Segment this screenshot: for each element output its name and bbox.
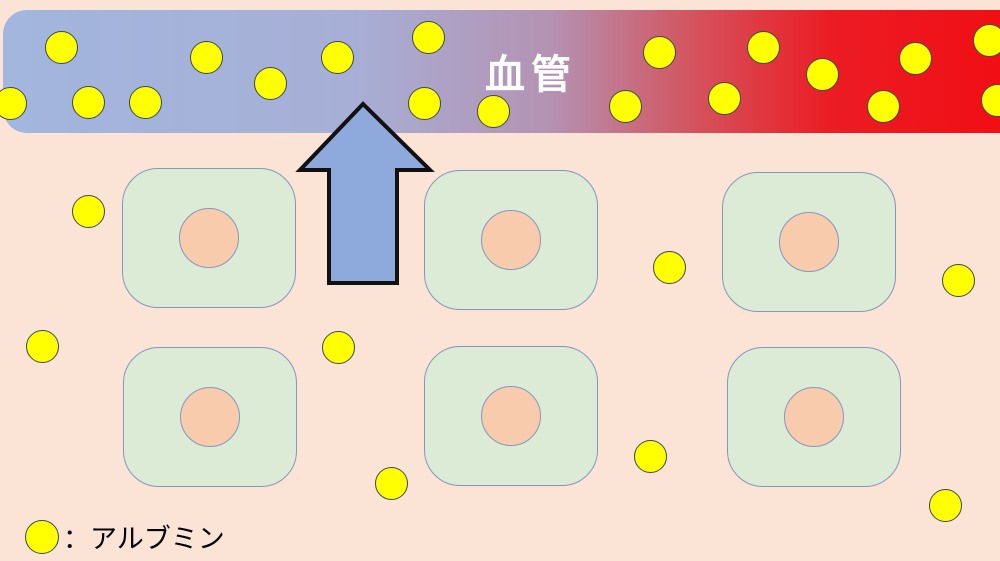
cell-nucleus [779, 212, 839, 272]
albumin-circle [71, 194, 105, 228]
albumin-circle [941, 263, 975, 297]
albumin-circle [866, 89, 900, 123]
albumin-circle [746, 30, 780, 64]
albumin-circle [321, 330, 355, 364]
blood-vessel-label: 血管 [485, 53, 577, 97]
albumin-circle [980, 83, 1000, 117]
albumin-circle [44, 30, 78, 64]
albumin-circle [411, 20, 445, 54]
albumin-circle [898, 41, 932, 75]
albumin-circle [25, 329, 59, 363]
cell [424, 346, 598, 486]
cell [424, 170, 598, 310]
legend-label: ：アルブミン [63, 524, 225, 554]
cell [727, 347, 901, 487]
legend-albumin-circle [25, 519, 59, 554]
cell-nucleus [179, 208, 239, 268]
albumin-circle [805, 57, 839, 91]
albumin-circle [407, 86, 441, 120]
cell-nucleus [784, 387, 844, 447]
albumin-circle [0, 86, 27, 120]
albumin-circle [707, 81, 741, 115]
cell-nucleus [180, 387, 240, 447]
cell-nucleus [481, 386, 541, 446]
albumin-circle [972, 23, 1000, 57]
cell [722, 172, 896, 312]
albumin-circle [128, 85, 162, 119]
legend: ：アルブミン [25, 517, 225, 556]
albumin-circle [320, 40, 354, 74]
albumin-circle [633, 439, 667, 473]
cell [123, 347, 297, 487]
albumin-circle [652, 250, 686, 284]
albumin-circle [608, 89, 642, 123]
albumin-circle [476, 94, 510, 128]
albumin-circle [253, 66, 287, 100]
cell [122, 168, 296, 308]
albumin-circle [189, 40, 223, 74]
albumin-circle [71, 85, 105, 119]
albumin-circle [928, 488, 962, 522]
albumin-circle [374, 466, 408, 500]
albumin-circle [642, 35, 676, 69]
cell-nucleus [481, 210, 541, 270]
